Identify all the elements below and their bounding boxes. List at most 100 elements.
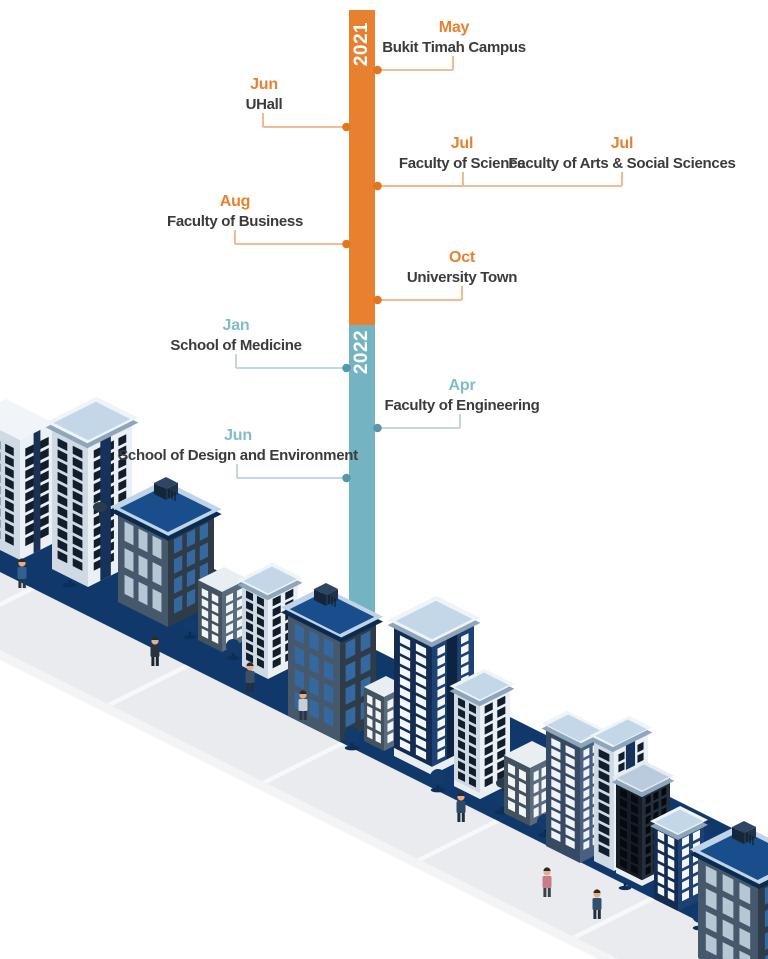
window [468, 776, 476, 788]
window [598, 844, 610, 858]
window [565, 765, 575, 778]
window [173, 595, 183, 614]
window [705, 933, 717, 956]
window [437, 748, 446, 760]
window [39, 481, 49, 495]
window [72, 468, 83, 482]
timeline-bar-2022 [349, 325, 375, 637]
window [508, 799, 516, 813]
person-leg [461, 812, 465, 822]
person-figure [17, 558, 27, 588]
window [72, 479, 83, 493]
window [367, 717, 373, 728]
window [484, 723, 493, 735]
window [468, 713, 476, 725]
window [484, 733, 493, 746]
window [399, 666, 411, 680]
connector-dot [342, 122, 351, 132]
ac-unit [154, 477, 178, 489]
roof-slab-top [455, 672, 509, 700]
window [497, 727, 506, 739]
window [39, 470, 49, 484]
window [323, 660, 334, 682]
window [201, 618, 209, 629]
window [211, 633, 219, 644]
window [118, 434, 127, 447]
window [39, 492, 49, 506]
window [565, 744, 575, 757]
window [294, 645, 305, 667]
window [211, 593, 219, 604]
sidewalk-edge-highlight [0, 650, 618, 959]
window [399, 707, 411, 721]
window [598, 812, 610, 826]
window [667, 835, 675, 847]
window [468, 765, 476, 778]
window [93, 536, 102, 549]
person-figure [245, 662, 255, 692]
window [484, 775, 493, 788]
window [551, 799, 561, 812]
roof [0, 399, 54, 440]
person-torso [245, 671, 255, 683]
tree-shadow [344, 745, 360, 751]
window [323, 705, 334, 727]
window [256, 637, 264, 649]
window [458, 707, 466, 720]
window [508, 787, 516, 800]
tree-icon [344, 727, 360, 751]
window [551, 809, 561, 822]
window [118, 490, 127, 503]
window [458, 728, 466, 741]
window [630, 813, 638, 825]
tree-crown [183, 618, 197, 632]
window [637, 741, 644, 753]
window [399, 687, 411, 700]
window [437, 686, 446, 698]
window [630, 793, 638, 805]
window [186, 548, 196, 568]
window [226, 612, 234, 624]
window [57, 527, 68, 541]
window [508, 763, 516, 776]
window [25, 477, 35, 491]
window [72, 501, 83, 515]
window [186, 528, 196, 548]
window [620, 848, 628, 860]
window [415, 715, 427, 729]
window [152, 535, 162, 560]
person-hair [18, 558, 26, 562]
window [415, 705, 427, 719]
person-hair [299, 690, 307, 694]
window [692, 829, 700, 842]
window [551, 789, 561, 802]
window [387, 698, 394, 710]
sidewalk-separator [262, 742, 345, 784]
window [565, 785, 575, 798]
window [458, 718, 466, 730]
window [583, 798, 590, 810]
window [598, 759, 610, 773]
window [764, 886, 768, 905]
window [25, 466, 35, 479]
window [93, 525, 102, 538]
person-figure [150, 636, 160, 666]
person-figure [456, 792, 466, 822]
window [124, 521, 134, 546]
window [565, 796, 575, 809]
window [294, 623, 305, 645]
window [637, 752, 644, 764]
window [437, 738, 446, 750]
window [399, 739, 411, 752]
window [201, 628, 209, 639]
tree-shadow [618, 885, 632, 891]
window [138, 528, 148, 553]
window [497, 706, 506, 718]
window [72, 445, 83, 459]
window [199, 522, 209, 541]
person-leg [547, 887, 551, 897]
window [199, 542, 209, 561]
window [458, 770, 466, 783]
window [345, 706, 356, 728]
